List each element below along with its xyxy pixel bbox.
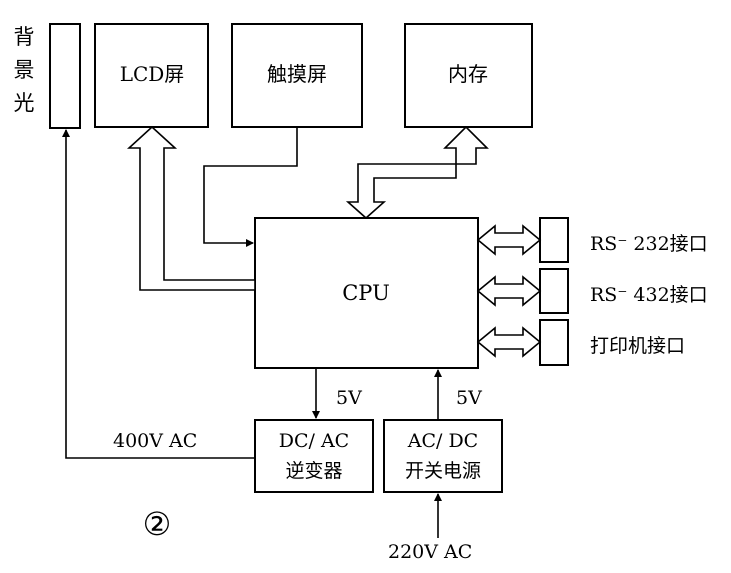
psu-label-line-1: AC/ DC xyxy=(407,430,478,452)
rs232-port-label: RS⁻ 232接口 xyxy=(590,233,708,255)
memory-bus-arrow xyxy=(345,125,489,220)
backlight-label-char-2: 景 xyxy=(14,58,35,82)
ac220-label: 220V AC xyxy=(388,541,472,563)
inverter-to-backlight-line xyxy=(62,129,255,459)
printer-port-box xyxy=(539,319,569,366)
backlight-label-char-3: 光 xyxy=(14,91,35,115)
rs232-bus-arrow xyxy=(476,224,542,256)
printer-port-label: 打印机接口 xyxy=(590,335,685,357)
cpu-label: CPU xyxy=(342,281,390,305)
touch-screen-label: 触摸屏 xyxy=(267,62,327,86)
inverter-box xyxy=(254,419,374,493)
backlight-label-char-1: 背 xyxy=(14,25,35,49)
rs432-bus-arrow xyxy=(476,275,542,307)
lcd-bus-arrow xyxy=(126,125,256,291)
inverter-label-line-2: 逆变器 xyxy=(285,460,342,482)
backlight-box xyxy=(49,23,81,129)
lcd-screen-label: LCD屏 xyxy=(120,62,185,86)
memory-label: 内存 xyxy=(448,62,488,86)
psu-label-line-2: 开关电源 xyxy=(405,460,481,482)
printer-bus-arrow xyxy=(476,326,542,358)
ac400-label: 400V AC xyxy=(113,430,197,452)
rs432-port-box xyxy=(539,268,569,314)
memory-box xyxy=(404,23,533,128)
psu-box xyxy=(383,419,503,493)
inverter-5v-label: 5V xyxy=(336,387,362,409)
rs432-port-label: RS⁻ 432接口 xyxy=(590,284,708,306)
touch-screen-box xyxy=(231,23,363,128)
figure-number: ② xyxy=(143,505,172,543)
rs232-port-box xyxy=(539,217,569,263)
psu-5v-label: 5V xyxy=(456,387,482,409)
inverter-label-line-1: DC/ AC xyxy=(279,430,349,452)
touch-to-cpu-line xyxy=(203,127,298,247)
lcd-screen-box xyxy=(94,23,209,128)
cpu-box xyxy=(254,217,479,369)
